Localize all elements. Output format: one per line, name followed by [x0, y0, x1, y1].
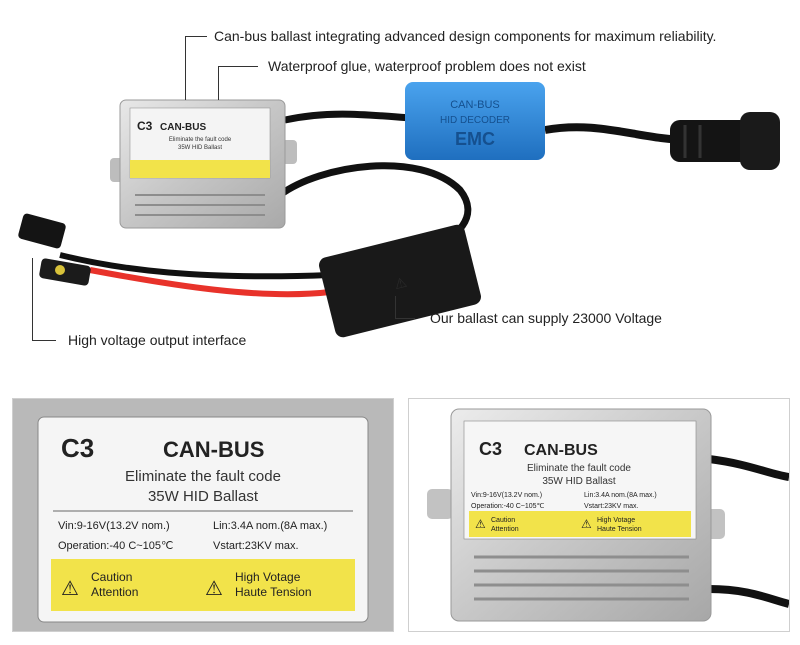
svg-text:Eliminate the fault code: Eliminate the fault code [169, 137, 232, 143]
output-connector [18, 213, 91, 286]
connector-right [670, 112, 780, 170]
callout-line-top-h [185, 36, 207, 37]
svg-text:⚠: ⚠ [61, 578, 79, 600]
svg-text:35W HID Ballast: 35W HID Ballast [178, 145, 222, 151]
callout-line-voltage-h [395, 318, 415, 319]
black-module: ⚠ [319, 224, 481, 338]
decoder-text-3: EMC [455, 129, 495, 149]
svg-text:Vin:9-16V(13.2V nom.): Vin:9-16V(13.2V nom.) [471, 492, 542, 499]
svg-text:Haute Tension: Haute Tension [235, 585, 312, 599]
svg-text:35W HID Ballast: 35W HID Ballast [148, 488, 259, 505]
svg-text:CAN-BUS: CAN-BUS [524, 442, 598, 459]
callout-line-glue-v [218, 66, 219, 100]
svg-text:Eliminate the fault code: Eliminate the fault code [527, 463, 631, 474]
svg-text:⚠: ⚠ [205, 578, 223, 600]
svg-text:Attention: Attention [91, 585, 138, 599]
ballast-top: C3 CAN-BUS Eliminate the fault code 35W … [110, 99, 297, 229]
callout-line-output-h [32, 340, 56, 341]
ballast-closeup-panel: C3 CAN-BUS Eliminate the fault code 35W … [408, 398, 790, 632]
decoder-text-2: HID DECODER [440, 115, 510, 126]
svg-text:Eliminate the fault code: Eliminate the fault code [125, 468, 281, 485]
cable-red [89, 267, 331, 298]
svg-text:C3: C3 [479, 439, 502, 459]
label-closeup: C3 CAN-BUS Eliminate the fault code 35W … [37, 416, 369, 623]
svg-text:35W HID Ballast: 35W HID Ballast [542, 476, 616, 487]
svg-text:Attention: Attention [491, 526, 519, 533]
callout-voltage: Our ballast can supply 23000 Voltage [430, 310, 662, 326]
ballast-closeup: C3 CAN-BUS Eliminate the fault code 35W … [427, 408, 789, 622]
svg-text:High Votage: High Votage [597, 517, 635, 524]
svg-text:CAN-BUS: CAN-BUS [160, 122, 206, 133]
callout-top: Can-bus ballast integrating advanced des… [214, 28, 717, 44]
callout-glue: Waterproof glue, waterproof problem does… [268, 58, 586, 74]
svg-text:Caution: Caution [91, 570, 132, 584]
decoder-text-1: CAN-BUS [450, 99, 500, 111]
svg-text:⚠: ⚠ [392, 274, 408, 293]
callout-line-output-v [32, 258, 33, 340]
callout-output: High voltage output interface [68, 332, 247, 348]
svg-text:CAN-BUS: CAN-BUS [163, 437, 264, 462]
svg-text:Caution: Caution [491, 517, 515, 524]
svg-text:Vin:9-16V(13.2V nom.): Vin:9-16V(13.2V nom.) [58, 520, 170, 532]
svg-text:C3: C3 [61, 433, 94, 463]
svg-text:C3: C3 [137, 119, 153, 133]
blue-decoder: CAN-BUS HID DECODER EMC [405, 82, 545, 160]
svg-text:Haute Tension: Haute Tension [597, 526, 642, 533]
callout-line-top-v [185, 36, 186, 100]
svg-text:Lin:3.4A nom.(8A max.): Lin:3.4A nom.(8A max.) [584, 492, 657, 499]
cable-decoder-right [544, 123, 691, 144]
label-closeup-panel: C3 CAN-BUS Eliminate the fault code 35W … [12, 398, 394, 632]
svg-text:Vstart:23KV max.: Vstart:23KV max. [584, 503, 639, 510]
svg-text:Lin:3.4A nom.(8A max.): Lin:3.4A nom.(8A max.) [213, 520, 327, 532]
svg-text:Vstart:23KV max.: Vstart:23KV max. [213, 540, 299, 552]
svg-text:Operation:-40 C~105℃: Operation:-40 C~105℃ [58, 540, 173, 552]
svg-text:⚠: ⚠ [581, 517, 592, 531]
callout-line-glue-h [218, 66, 258, 67]
svg-text:High Votage: High Votage [235, 570, 301, 584]
product-photo: CAN-BUS HID DECODER EMC ⚠ C3 CAN-BUS Eli… [18, 82, 780, 338]
svg-text:⚠: ⚠ [475, 517, 486, 531]
svg-text:Operation:-40 C~105℃: Operation:-40 C~105℃ [471, 503, 545, 510]
callout-line-voltage-v [395, 296, 396, 318]
cable-black-left [59, 252, 331, 280]
cable-ballast-decoder [284, 110, 411, 124]
